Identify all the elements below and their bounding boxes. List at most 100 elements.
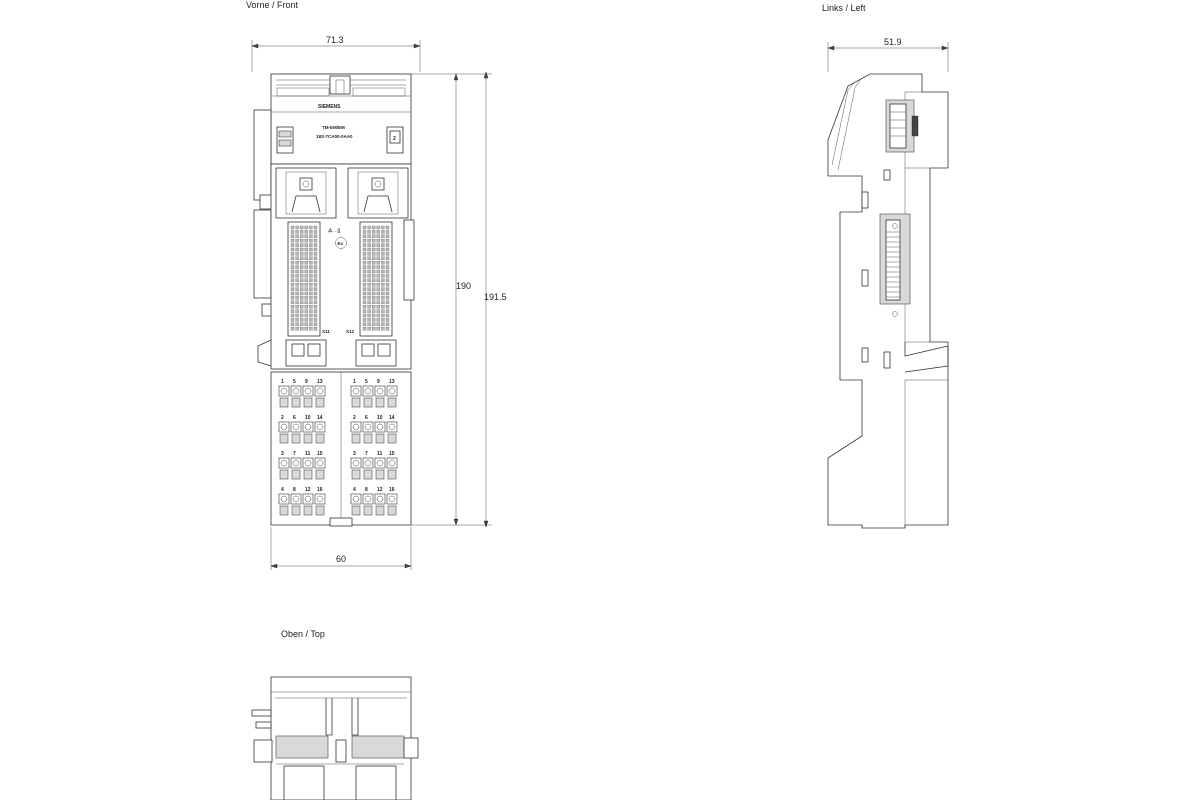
terminal-wire-entry bbox=[303, 505, 313, 516]
connector-pin bbox=[372, 327, 376, 331]
connector-pin bbox=[300, 327, 304, 331]
connector-pin bbox=[313, 318, 318, 322]
terminal-number-label: 3 bbox=[281, 451, 284, 457]
terminal-wire-entry bbox=[303, 469, 313, 480]
connector-pin bbox=[381, 283, 385, 287]
connector-label-x12: X12 bbox=[346, 329, 355, 334]
connector-pin bbox=[309, 234, 313, 238]
connector-pin bbox=[295, 252, 299, 256]
slot-number-label: 2 bbox=[393, 136, 396, 142]
terminal-number-label: 7 bbox=[293, 451, 296, 457]
connector-pin bbox=[376, 247, 380, 252]
connector-pin bbox=[372, 278, 376, 282]
connector-pin bbox=[385, 300, 390, 304]
connector-pin bbox=[309, 313, 313, 318]
connector-pin bbox=[309, 305, 313, 309]
connector-pin bbox=[290, 265, 295, 269]
terminal-number-label: 16 bbox=[389, 487, 395, 493]
terminal-number-label: 11 bbox=[377, 451, 383, 457]
connector-pin bbox=[304, 252, 308, 256]
terminal-release-button bbox=[374, 385, 386, 397]
connector-pin bbox=[290, 305, 295, 309]
connector-pin bbox=[304, 278, 308, 282]
connector-pin bbox=[309, 287, 313, 291]
connector-pin bbox=[290, 318, 295, 322]
connector-pin bbox=[376, 225, 380, 230]
connector-pin bbox=[290, 309, 295, 313]
terminal-number-label: 10 bbox=[305, 415, 311, 421]
connector-pin bbox=[300, 291, 304, 296]
connector-pin bbox=[362, 322, 367, 326]
terminal-release-button bbox=[278, 421, 290, 433]
connector-pin bbox=[300, 305, 304, 309]
connector-pin bbox=[313, 322, 318, 326]
dim-left-width: 51.9 bbox=[827, 37, 949, 72]
terminal-release-button bbox=[362, 457, 374, 469]
terminal-wire-entry bbox=[315, 505, 325, 516]
connector-pin bbox=[309, 309, 313, 313]
connector-pin bbox=[381, 247, 385, 252]
connector-pin bbox=[304, 296, 308, 300]
x12-pins bbox=[362, 225, 390, 331]
connector-pin bbox=[385, 291, 390, 296]
connector-label-x11: X11 bbox=[322, 329, 330, 334]
terminal-number-label: 14 bbox=[317, 415, 323, 421]
connector-pin bbox=[295, 305, 299, 309]
connector-pin bbox=[304, 287, 308, 291]
connector-pin bbox=[376, 283, 380, 287]
connector-pin bbox=[362, 230, 367, 234]
connector-pin bbox=[367, 296, 371, 300]
connector-pin bbox=[295, 322, 299, 326]
connector-pin bbox=[376, 287, 380, 291]
dim-front-width-top: 71.3 bbox=[251, 35, 421, 72]
terminal-release-button bbox=[314, 421, 326, 433]
connector-pin bbox=[309, 243, 313, 247]
connector-pin bbox=[362, 313, 367, 318]
connector-pin bbox=[313, 265, 318, 269]
connector-pin bbox=[367, 243, 371, 247]
connector-pin bbox=[376, 313, 380, 318]
terminal-number-label: 6 bbox=[293, 415, 296, 421]
connector-pin bbox=[290, 234, 295, 238]
connector-pin bbox=[295, 283, 299, 287]
terminal-wire-entry bbox=[363, 397, 373, 408]
dim-label-71-3: 71.3 bbox=[326, 35, 344, 45]
terminal-release-button bbox=[302, 385, 314, 397]
connector-pin bbox=[295, 287, 299, 291]
dim-label-190: 190 bbox=[456, 281, 471, 291]
connector-pin bbox=[290, 291, 295, 296]
connector-pin bbox=[304, 234, 308, 238]
connector-pin bbox=[381, 291, 385, 296]
connector-pin bbox=[313, 247, 318, 252]
connector-pin bbox=[385, 283, 390, 287]
connector-pin bbox=[381, 239, 385, 243]
connector-pin bbox=[313, 239, 318, 243]
right-rj45-socket bbox=[347, 167, 409, 219]
connector-pin bbox=[304, 313, 308, 318]
connector-pin bbox=[362, 327, 367, 331]
connector-pin bbox=[362, 305, 367, 309]
connector-pin bbox=[309, 247, 313, 252]
connector-pin bbox=[300, 283, 304, 287]
connector-pin bbox=[381, 274, 385, 278]
connector-pin bbox=[385, 252, 390, 256]
connector-pin bbox=[290, 252, 295, 256]
connector-pin bbox=[295, 278, 299, 282]
connector-pin bbox=[290, 322, 295, 326]
connector-pin bbox=[372, 291, 376, 296]
connector-pin bbox=[300, 234, 304, 238]
connector-pin bbox=[372, 296, 376, 300]
connector-pin bbox=[381, 309, 385, 313]
connector-pin bbox=[295, 225, 299, 230]
connector-pin bbox=[290, 230, 295, 234]
dim-label-51-9: 51.9 bbox=[884, 37, 902, 47]
connector-pin bbox=[300, 278, 304, 282]
connector-pin bbox=[304, 269, 308, 274]
module-order-number: 18S-7CA00-0AA0 bbox=[316, 134, 353, 139]
connector-pin bbox=[372, 225, 376, 230]
connector-pin bbox=[290, 261, 295, 265]
connector-pin bbox=[362, 283, 367, 287]
connector-pin bbox=[362, 243, 367, 247]
terminal-wire-entry bbox=[387, 433, 397, 444]
